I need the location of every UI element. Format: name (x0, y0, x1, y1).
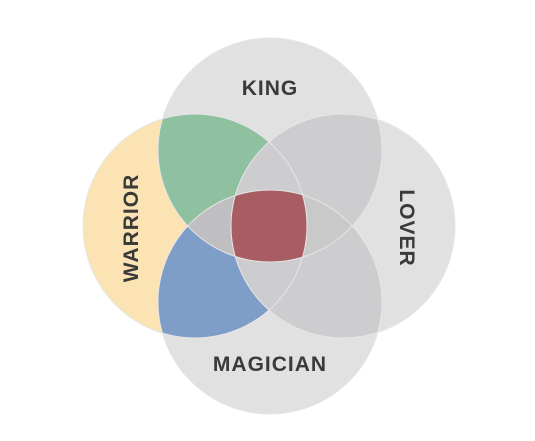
label-warrior: WARRIOR (120, 174, 143, 283)
circle-outlines (82, 37, 456, 415)
label-king: KING (242, 77, 299, 100)
label-lover: LOVER (395, 189, 418, 266)
label-magician: MAGICIAN (213, 353, 327, 376)
overlap-regions (158, 114, 382, 338)
overlap-king-magician (158, 190, 382, 262)
